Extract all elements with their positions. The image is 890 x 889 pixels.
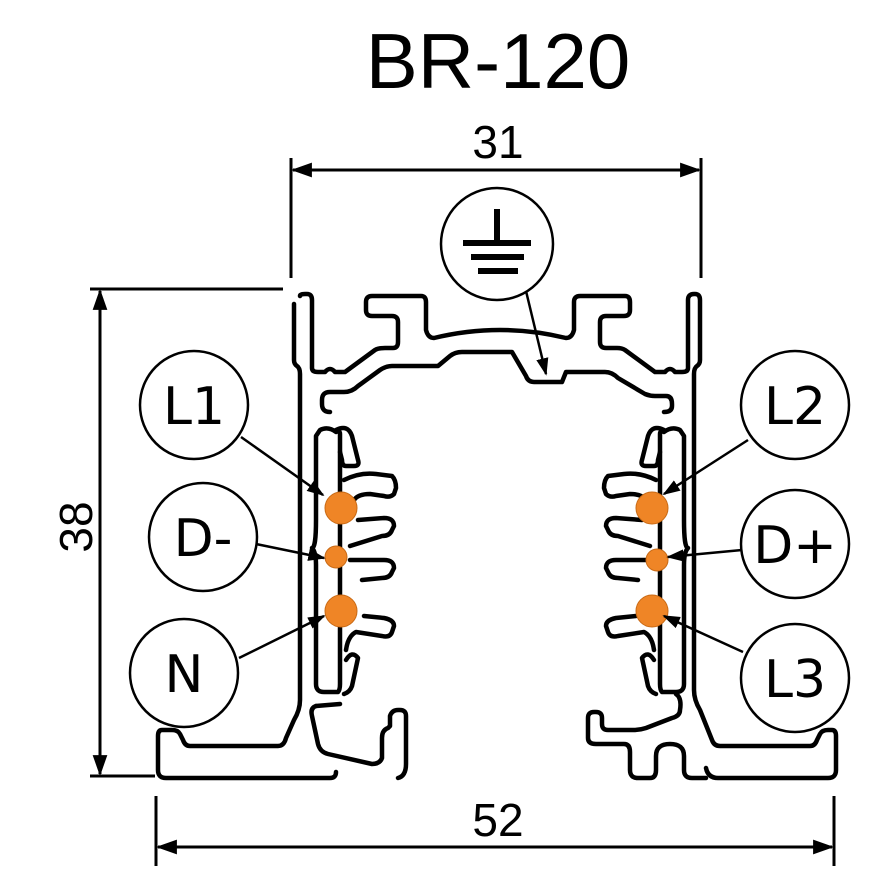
profile-left-clip-bottom (341, 652, 361, 697)
conductor-N (324, 594, 358, 628)
bubble-L2 (739, 349, 851, 461)
bubble-L3 (739, 622, 851, 734)
leader-L1 (240, 435, 325, 497)
leader-D-minus (255, 542, 326, 561)
bubble-L1 (138, 349, 250, 461)
dimension-top-width: 31 (289, 116, 703, 278)
leader-N (238, 614, 326, 660)
label-L3: L3 (764, 650, 826, 710)
dimension-height: 38 (50, 287, 283, 778)
conductor-L2 (635, 491, 669, 525)
conductor-L3 (635, 594, 669, 628)
profile-inner-top (155, 301, 339, 781)
bubble-D-plus (739, 488, 851, 600)
profile-right-clip-bottom (639, 652, 659, 697)
bubble-D-minus (147, 481, 259, 593)
label-N: N (165, 645, 204, 705)
label-L1: L1 (163, 377, 225, 437)
label-D-plus: D+ (753, 516, 837, 576)
profile-left-teeth (341, 471, 399, 653)
conductor-D-minus (324, 545, 348, 569)
profile-right-clip-top (639, 425, 667, 469)
dimension-top-width-value: 31 (472, 116, 523, 168)
profile-left-hook (309, 703, 409, 781)
leader-L2 (662, 438, 749, 496)
profile-left-hook-top (313, 701, 343, 709)
leader-L3 (662, 614, 744, 654)
label-callouts: L1 D- N L2 D+ L3 (128, 349, 851, 734)
profile-right-foot (585, 691, 709, 781)
label-D-minus: D- (174, 509, 233, 569)
earth-callout (439, 186, 555, 376)
dimension-bottom-width: 52 (154, 794, 836, 866)
dimension-height-value: 38 (50, 501, 102, 552)
profile-left-clip-top (333, 425, 361, 469)
profile-channel-ceiling (319, 349, 675, 415)
track-profile (155, 291, 839, 781)
leader-D-plus (666, 548, 743, 562)
conductor-L1 (324, 491, 358, 525)
bubble-N (128, 617, 240, 729)
ground-icon (463, 209, 531, 274)
profile-right-teeth (601, 471, 659, 653)
conductor-D-plus (645, 548, 669, 572)
drawing-title: BR-120 (366, 17, 630, 105)
earth-leader-line (524, 290, 549, 376)
profile-outer-body (297, 291, 839, 781)
label-L2: L2 (764, 377, 826, 437)
dimension-bottom-width-value: 52 (472, 794, 523, 846)
